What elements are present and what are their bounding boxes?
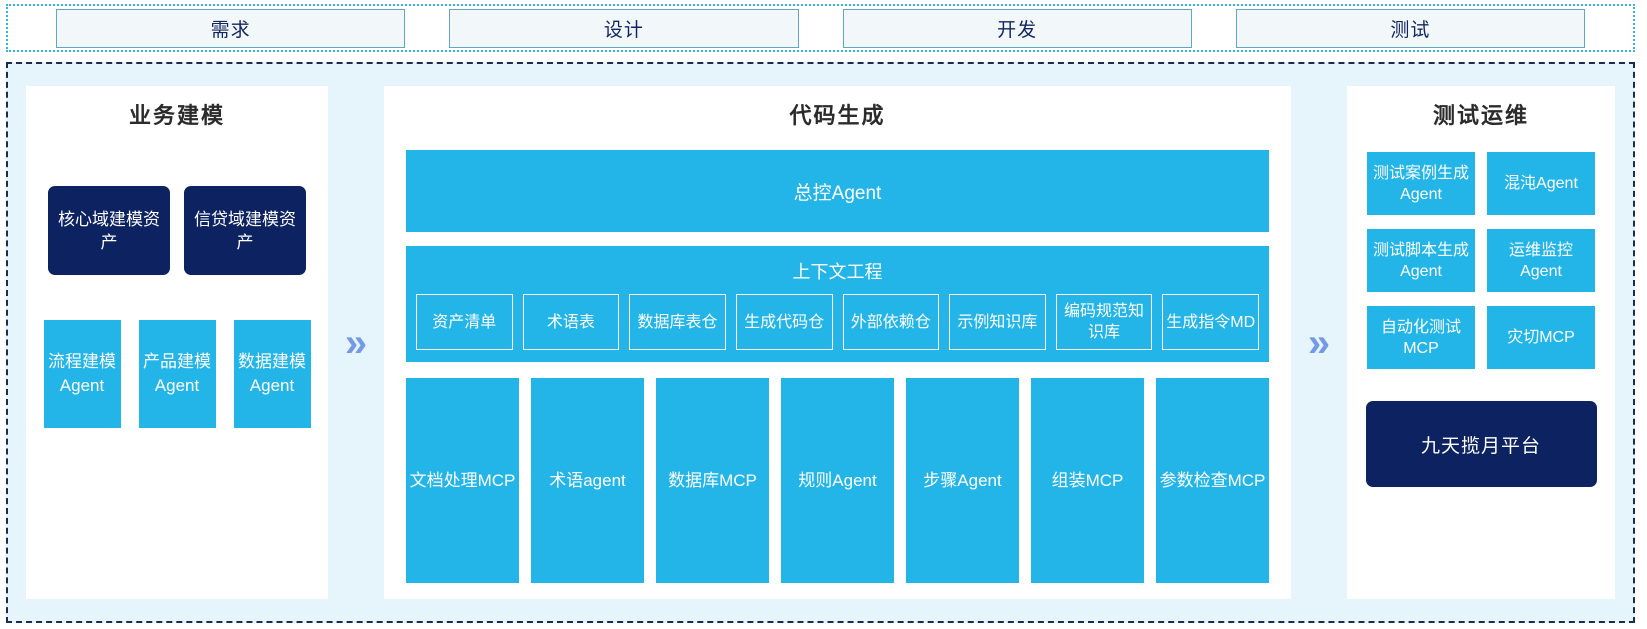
- tool-box-rule-agent[interactable]: 规则Agent: [781, 378, 894, 583]
- tool-box-glossary-agent[interactable]: 术语agent: [531, 378, 644, 583]
- context-box-generated-code-repo[interactable]: 生成代码仓: [735, 294, 833, 350]
- ops-box-chaos-agent[interactable]: 混沌Agent: [1487, 152, 1595, 215]
- ops-grid: 测试案例生成Agent 混沌Agent 测试脚本生成Agent 运维监控Agen…: [1367, 152, 1595, 369]
- panel-title-code-generation: 代码生成: [789, 103, 886, 128]
- context-box-generation-instruction-md[interactable]: 生成指令MD: [1162, 294, 1259, 350]
- phase-box-testing[interactable]: 测试: [1235, 8, 1585, 48]
- tool-box-assembly-mcp[interactable]: 组装MCP: [1031, 378, 1144, 583]
- context-box-example-knowledge-base[interactable]: 示例知识库: [949, 294, 1046, 350]
- context-box-external-dependency-repo[interactable]: 外部依赖仓: [842, 294, 940, 350]
- ops-box-test-case-generation-agent[interactable]: 测试案例生成Agent: [1367, 152, 1475, 215]
- tool-row: 文档处理MCP 术语agent 数据库MCP 规则Agent 步骤Agent 组…: [406, 378, 1269, 599]
- context-engineering-band: 上下文工程 资产清单 术语表 数据库表仓 生成代码仓 外部依赖仓 示例知识库 编…: [406, 246, 1269, 362]
- agent-box-data-modeling[interactable]: 数据建模Agent: [233, 320, 311, 428]
- panel-test-operations: 测试运维 测试案例生成Agent 混沌Agent 测试脚本生成Agent 运维监…: [1347, 86, 1615, 599]
- panel-title-test-operations: 测试运维: [1432, 103, 1529, 128]
- ops-box-test-script-generation-agent[interactable]: 测试脚本生成Agent: [1367, 229, 1475, 292]
- context-box-asset-list[interactable]: 资产清单: [416, 294, 513, 350]
- chevron-right-icon-left: »: [328, 86, 384, 599]
- modeling-agent-row: 流程建模Agent 产品建模Agent 数据建模Agent: [26, 320, 328, 428]
- chevron-glyph: »: [1307, 320, 1331, 365]
- phase-box-design[interactable]: 设计: [449, 8, 799, 48]
- tool-box-document-processing-mcp[interactable]: 文档处理MCP: [406, 378, 519, 583]
- tool-box-step-agent[interactable]: 步骤Agent: [906, 378, 1019, 583]
- context-box-glossary[interactable]: 术语表: [522, 294, 620, 350]
- agent-box-process-modeling[interactable]: 流程建模Agent: [43, 320, 121, 428]
- agent-box-product-modeling[interactable]: 产品建模Agent: [138, 320, 216, 428]
- context-box-db-table-repo[interactable]: 数据库表仓: [629, 294, 726, 350]
- chevron-glyph: »: [344, 320, 368, 365]
- panel-code-generation: 代码生成 总控Agent 上下文工程 资产清单 术语表 数据库表仓 生成代码仓 …: [384, 86, 1291, 599]
- master-control-agent-bar[interactable]: 总控Agent: [406, 150, 1269, 232]
- tool-box-parameter-check-mcp[interactable]: 参数检查MCP: [1156, 378, 1269, 583]
- phase-box-requirements[interactable]: 需求: [56, 8, 406, 48]
- ops-box-operations-monitoring-agent[interactable]: 运维监控Agent: [1487, 229, 1595, 292]
- context-items-row: 资产清单 术语表 数据库表仓 生成代码仓 外部依赖仓 示例知识库 编码规范知识库…: [416, 294, 1259, 350]
- panel-business-modeling: 业务建模 核心域建模资产 信贷域建模资产 流程建模Agent 产品建模Agent…: [26, 86, 328, 599]
- panel-title-business-modeling: 业务建模: [128, 103, 225, 128]
- ops-box-disaster-switch-mcp[interactable]: 灾切MCP: [1487, 306, 1595, 369]
- asset-box-core-domain[interactable]: 核心域建模资产: [48, 186, 170, 275]
- phase-box-development[interactable]: 开发: [842, 8, 1192, 48]
- platform-box-jiutian-lanyue[interactable]: 九天揽月平台: [1365, 401, 1597, 487]
- asset-row: 核心域建模资产 信贷域建模资产: [26, 186, 328, 275]
- tool-box-database-mcp[interactable]: 数据库MCP: [656, 378, 769, 583]
- phase-strip: 需求 设计 开发 测试: [6, 4, 1635, 52]
- ops-box-automated-test-mcp[interactable]: 自动化测试MCP: [1367, 306, 1475, 369]
- chevron-right-icon-right: »: [1291, 86, 1347, 599]
- main-diagram-frame: 业务建模 核心域建模资产 信贷域建模资产 流程建模Agent 产品建模Agent…: [6, 62, 1635, 623]
- context-engineering-title: 上下文工程: [792, 262, 883, 282]
- context-box-coding-standard-knowledge-base[interactable]: 编码规范知识库: [1055, 294, 1153, 350]
- asset-box-credit-domain[interactable]: 信贷域建模资产: [184, 186, 306, 275]
